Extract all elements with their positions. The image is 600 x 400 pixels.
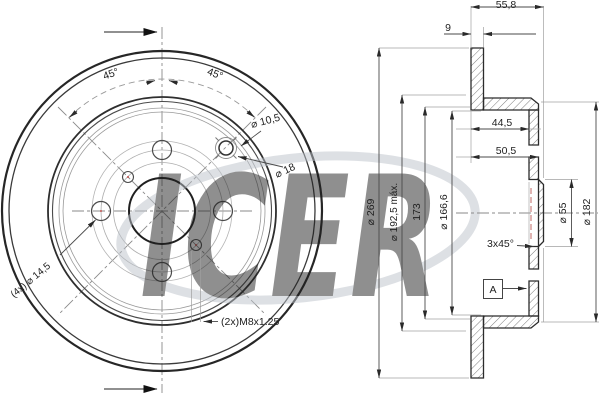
label-friction-inner-dia: ⌀ 192,5 máx. — [389, 183, 400, 241]
friction-inner-circle — [47, 96, 277, 326]
outer-diameter-circle — [0, 49, 324, 373]
mount-face-upper-2 — [528, 156, 540, 181]
label-bolt-holes: (4x) ⌀ 14,5 — [9, 261, 53, 301]
thread-pcd-circle — [113, 162, 211, 260]
friction-ring-bottom — [470, 315, 485, 379]
datum-box — [483, 279, 503, 299]
label-chamfer: 3x45° — [487, 238, 514, 250]
label-flange-dia: ⌀ 182 — [581, 198, 593, 225]
label-outer-depth: 50,5 — [496, 145, 517, 157]
thread-hole-lower-right — [189, 238, 203, 252]
friction-ring-top — [470, 47, 485, 111]
centerline-diagonal-2 — [57, 106, 267, 316]
mount-face-lower-1 — [528, 245, 540, 270]
label-center-bore: ⌀ 55 — [557, 202, 569, 223]
center-bore-circle — [128, 177, 196, 245]
centermark-dot — [195, 244, 197, 246]
mount-face-lower-2 — [528, 280, 540, 317]
leader-bolt-holes — [59, 219, 96, 256]
dimension-lines — [59, 4, 599, 393]
hat-inner-circle — [62, 111, 262, 311]
section-view — [456, 47, 598, 379]
outer-chamfer-circle — [8, 57, 316, 365]
hat-wall-top — [482, 97, 540, 111]
leader-chamfer — [516, 243, 534, 249]
label-disc-thickness: 9 — [445, 22, 451, 34]
label-thread-holes: (2x)M8x1.25 — [221, 316, 280, 328]
pilot-lip — [537, 177, 545, 249]
label-datum: A — [489, 284, 496, 296]
dim-45-arc — [68, 78, 256, 119]
hat-wall-bottom — [482, 315, 540, 329]
watermark-swoosh — [116, 151, 480, 305]
hat-step-circle — [58, 107, 266, 315]
label-angle-left: 45° — [101, 66, 120, 83]
pin-hole-feature — [215, 137, 237, 159]
mount-face-upper-1 — [528, 109, 540, 146]
label-hat-inner-dia: ⌀ 166,6 — [438, 194, 450, 230]
watermark-text: ICER — [140, 140, 440, 336]
bolt-hole-left — [90, 200, 112, 222]
leader-pin-boss — [237, 156, 284, 168]
centermark-dot — [100, 210, 102, 212]
label-overall-height: 55,8 — [496, 0, 517, 11]
bolt-hole-top — [151, 139, 173, 161]
leader-pin-hole — [240, 130, 262, 147]
label-outer-dia: ⌀ 269 — [365, 198, 377, 225]
centermark-dot — [127, 176, 129, 178]
extension-lines — [191, 6, 599, 379]
watermark: ICER — [116, 140, 480, 336]
label-pin-hole-dia: ⌀ 10,5 — [250, 112, 282, 131]
thread-hole-upper-left — [121, 170, 135, 184]
front-view — [0, 27, 324, 393]
label-angle-right: 45° — [206, 66, 225, 83]
hat-contact-circle — [51, 100, 273, 322]
bolt-hole-right — [212, 200, 234, 222]
label-hat-step-dia: 173 — [411, 203, 423, 221]
label-inner-depth: 44,5 — [492, 117, 513, 129]
